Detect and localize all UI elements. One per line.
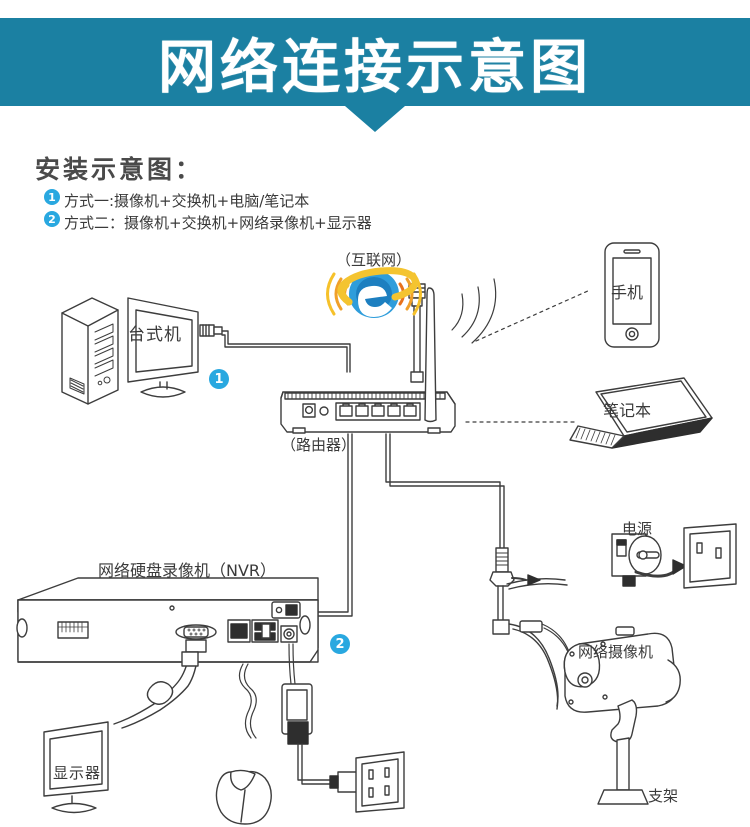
legend-item-2: 方式二：摄像机+交换机+网络录像机+显示器	[64, 214, 372, 232]
nvr-to-monitor-cable	[113, 651, 199, 729]
label-desktop: 台式机	[128, 325, 182, 345]
camera-power-adapter-icon	[611, 533, 687, 587]
wireless-link-lines	[465, 289, 591, 423]
label-laptop: 笔记本	[603, 401, 652, 420]
desktop-monitor-icon	[127, 297, 199, 398]
path-marker-two: 2	[330, 634, 350, 654]
label-monitor: 显示器	[53, 764, 102, 782]
label-power: 电源	[622, 520, 653, 538]
nvr-vga-port	[175, 624, 217, 653]
header-banner-bar	[0, 18, 750, 106]
laptop-icon	[569, 377, 713, 449]
network-camera-icon	[563, 626, 681, 805]
legend-item-1: 方式一:摄像机+交换机+电脑/笔记本	[64, 192, 310, 210]
wall-socket-bottom-icon	[355, 751, 405, 813]
mouse-icon	[215, 663, 272, 825]
header-notch-triangle	[345, 106, 405, 132]
legend-badge-1: 1	[44, 189, 60, 205]
label-camera: 网络摄像机	[578, 643, 654, 661]
router-icon	[280, 391, 456, 434]
wall-socket-right-icon	[683, 523, 737, 589]
antenna-icon	[424, 287, 437, 423]
nvr-ethernet-port	[227, 619, 251, 643]
label-bracket: 支架	[648, 787, 679, 805]
label-internet: （互联网）	[336, 251, 412, 269]
ie-logo-glyph	[337, 267, 419, 318]
path-marker-one: 1	[209, 369, 229, 389]
desktop-to-router-cable	[199, 324, 351, 373]
mobile-phone-icon	[604, 242, 660, 348]
desktop-tower-icon	[61, 297, 119, 405]
legend-title: 安装示意图：	[35, 155, 204, 184]
camera-cable-splitter	[489, 547, 573, 710]
nvr-dc-jack	[280, 625, 298, 643]
wifi-signal-icon	[451, 278, 497, 344]
legend-badge-2: 2	[44, 211, 60, 227]
nvr-icon	[16, 577, 319, 663]
link-router-phone	[475, 289, 591, 342]
nvr-power-switch	[271, 601, 301, 619]
label-phone: 手机	[611, 283, 644, 302]
nvr-monitor-icon	[43, 721, 109, 814]
label-nvr: 网络硬盘录像机（NVR）	[98, 561, 277, 580]
router-to-camera-cable	[385, 433, 505, 549]
label-router: （路由器）	[281, 436, 357, 454]
